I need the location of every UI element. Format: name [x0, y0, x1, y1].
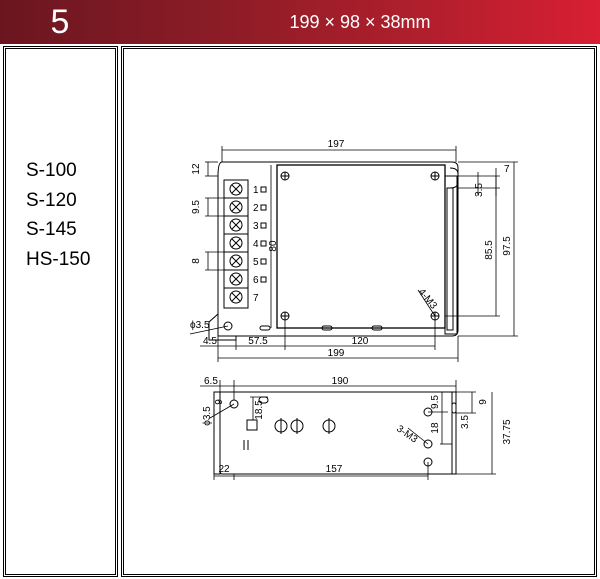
dim-9-5: 9.5	[430, 395, 441, 409]
dim-4-5: 4.5	[203, 336, 217, 347]
dim-197: 197	[328, 139, 345, 150]
mounting-hole	[280, 171, 290, 181]
terminal-label: 3	[253, 221, 259, 232]
dim-85-5: 85.5	[484, 240, 495, 260]
dim-190: 190	[332, 376, 349, 387]
drawing-panel	[121, 46, 597, 577]
model-item: S-120	[26, 189, 77, 211]
terminal-label: 1	[253, 185, 259, 196]
terminal-label: 7	[253, 293, 259, 304]
dim-9-hole: 9	[214, 399, 225, 405]
terminal-label: 5	[253, 257, 259, 268]
header-bar: 5 199 × 98 × 38mm	[0, 0, 600, 44]
dim-18: 18	[430, 422, 441, 434]
mounting-hole	[280, 311, 290, 321]
dim-120: 120	[352, 336, 369, 347]
screw-label: 4-M3	[416, 287, 439, 312]
model-item: S-145	[26, 219, 77, 240]
dim-7: 7	[504, 164, 510, 175]
dim-3-5: 3.5	[474, 183, 485, 197]
dim-12: 12	[191, 163, 202, 175]
models-list: S-100 S-120 S-145 HS-150	[26, 156, 90, 274]
dim-8: 8	[191, 258, 202, 264]
dim-6-5: 6.5	[204, 376, 218, 387]
dim-199: 199	[328, 348, 345, 359]
side-view-dimension-lines	[200, 380, 496, 480]
top-view-outline	[208, 161, 459, 341]
terminal-label: 2	[253, 203, 259, 214]
side-view-outline	[213, 391, 457, 475]
dim-97-5: 97.5	[502, 236, 513, 256]
mounting-hole	[430, 171, 440, 181]
dim-157: 157	[326, 464, 343, 475]
dim-18-5: 18.5	[254, 400, 265, 420]
model-number: 5	[50, 3, 70, 41]
dim-80: 80	[268, 240, 279, 252]
dimensions-title: 199 × 98 × 38mm	[289, 12, 431, 32]
dim-9: 9	[478, 399, 489, 405]
model-item: HS-150	[26, 248, 91, 270]
hole-label: ϕ3.5	[190, 320, 210, 331]
models-panel	[3, 46, 118, 577]
top-view-dimension-lines	[189, 146, 518, 362]
terminal-block	[223, 179, 267, 309]
dim-37-75: 37.75	[502, 419, 513, 444]
dim-57-5: 57.5	[248, 336, 268, 347]
dim-9-5: 9.5	[191, 200, 202, 214]
dim-3-5-side: 3.5	[460, 415, 471, 429]
side-hole-label: ϕ3.5	[202, 406, 213, 426]
side-screw-label: 3-M3	[394, 423, 419, 445]
terminal-label: 6	[253, 275, 259, 286]
model-item: S-100	[26, 160, 77, 181]
dim-22: 22	[218, 464, 230, 475]
terminal-label: 4	[253, 239, 259, 250]
